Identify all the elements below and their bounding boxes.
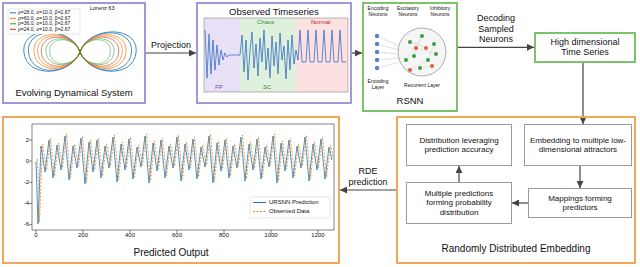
group-region: Randomly Distributed Embedding Distributi… [396, 116, 636, 264]
part-label: Excitatory Neurons [393, 6, 423, 17]
flow-arrow [458, 47, 534, 48]
legend-entry: ρ=24.0, σ=10.0, β=2.67 [18, 27, 70, 33]
flow-arrow [512, 202, 528, 203]
legend-sample [253, 202, 266, 203]
axis-tick-label: 1000 [256, 232, 286, 239]
edge-label: Decoding Sampled Neurons [460, 13, 532, 44]
legend-entry: URSNN Prediction [269, 199, 319, 206]
stage-panel: Predicted Output [2, 116, 340, 264]
regime-band [240, 18, 296, 92]
process-box: High dimensional Time Series [534, 32, 636, 63]
attractor-orbit [50, 40, 111, 64]
legend-sample [10, 23, 16, 24]
panel-title: Observed Timeseries [200, 7, 348, 18]
legend-text: URSNN Prediction [269, 199, 319, 205]
flow-arrow [340, 189, 396, 190]
excitatory-neurons [404, 34, 438, 70]
legend-text: ρ=36.0, σ=10.0, β=2.67 [18, 20, 70, 26]
panel-title: Predicted Output [6, 247, 336, 259]
attractor-orbit [41, 37, 118, 66]
plot-frame [204, 18, 348, 92]
axis-tick-label: 2 [10, 137, 29, 144]
inhibitory-neurons [408, 46, 434, 72]
stage-panel: RSNN [362, 2, 458, 112]
regime-label: SC [262, 84, 272, 91]
axis-tick-label: 200 [68, 232, 98, 239]
process-box: Multiple predictions forming probability… [406, 182, 512, 224]
attractor-orbit [24, 32, 136, 71]
part-label: Encoding Layer [364, 79, 392, 90]
legend-sample [253, 211, 266, 212]
attractor-orbit [34, 35, 126, 69]
regime-label: Normal [310, 19, 331, 26]
axis-tick-label: -2 [10, 179, 29, 186]
encoding-neurons [375, 34, 379, 70]
part-label: Inhibitory Neurons [425, 6, 455, 17]
panel-title: Randomly Distributed Embedding [400, 243, 632, 255]
flow-arrow [146, 52, 196, 53]
edge-label: RDE prediction [340, 166, 396, 187]
legend-text: ρ=28.0, σ=10.0, β=2.67 [18, 9, 70, 15]
observed-series [38, 134, 334, 222]
edge-label: Projection [150, 40, 192, 50]
axis-tick-label: -6 [10, 221, 29, 228]
axis-tick-label: -4 [10, 200, 29, 207]
legend-sample [10, 29, 16, 30]
attractor-orbit [28, 33, 131, 70]
panel-title: RSNN [366, 96, 454, 107]
axis-ticks [29, 140, 318, 233]
legend-text: Observed Data [269, 208, 309, 214]
flow-arrow [582, 63, 583, 124]
recurrent-layer [398, 28, 446, 76]
axis-tick-label: 800 [209, 232, 239, 239]
box-text: High dimensional Time Series [540, 37, 630, 58]
part-label: Encoding Neurons [364, 6, 392, 17]
box-text: Embedding to multiple low-dimensional at… [529, 136, 627, 154]
regime-label: Chaos [256, 19, 275, 26]
axis-tick-label: 0 [21, 232, 51, 239]
regime-label: FP [214, 84, 224, 91]
process-box: Embedding to multiple low-dimensional at… [524, 124, 632, 166]
flow-arrow [579, 166, 580, 188]
process-box: Distribution leveraging prediction accur… [406, 124, 512, 166]
axis-tick-label: 0 [10, 158, 29, 165]
process-box: Mappings forming predictors [528, 188, 632, 218]
time-series [205, 30, 346, 80]
box-text: Distribution leveraging prediction accur… [411, 136, 507, 154]
regime-band [296, 18, 348, 92]
part-label: Recurrent Layer [400, 83, 444, 89]
flow-arrow [458, 166, 459, 182]
legend-entry: Observed Data [269, 208, 309, 215]
legend-frame [8, 9, 80, 34]
axis-tick-label: 400 [115, 232, 145, 239]
flow-arrow [352, 52, 362, 53]
legend-text: ρ=24.0, σ=10.0, β=2.67 [18, 26, 70, 32]
lorenz-attractor [24, 32, 136, 71]
recurrent-synapses [406, 36, 436, 70]
axis-tick-label: 600 [162, 232, 192, 239]
legend-sample [10, 18, 16, 19]
box-text: Mappings forming predictors [533, 194, 627, 212]
plot-title: Lorenz 63 [90, 5, 114, 11]
legend-frame [250, 197, 330, 218]
axis-tick-label: 1200 [303, 232, 333, 239]
legend-sample [10, 12, 16, 13]
box-text: Multiple predictions forming probability… [411, 189, 507, 217]
legend-text: ρ=60.0, σ=10.0, β=2.67 [18, 15, 70, 21]
plot-frame [32, 124, 334, 230]
attractor-orbit [46, 39, 114, 65]
attractor-orbit [38, 36, 123, 68]
synapses [377, 36, 400, 68]
panel-title: Evolving Dynamical System [6, 88, 142, 99]
